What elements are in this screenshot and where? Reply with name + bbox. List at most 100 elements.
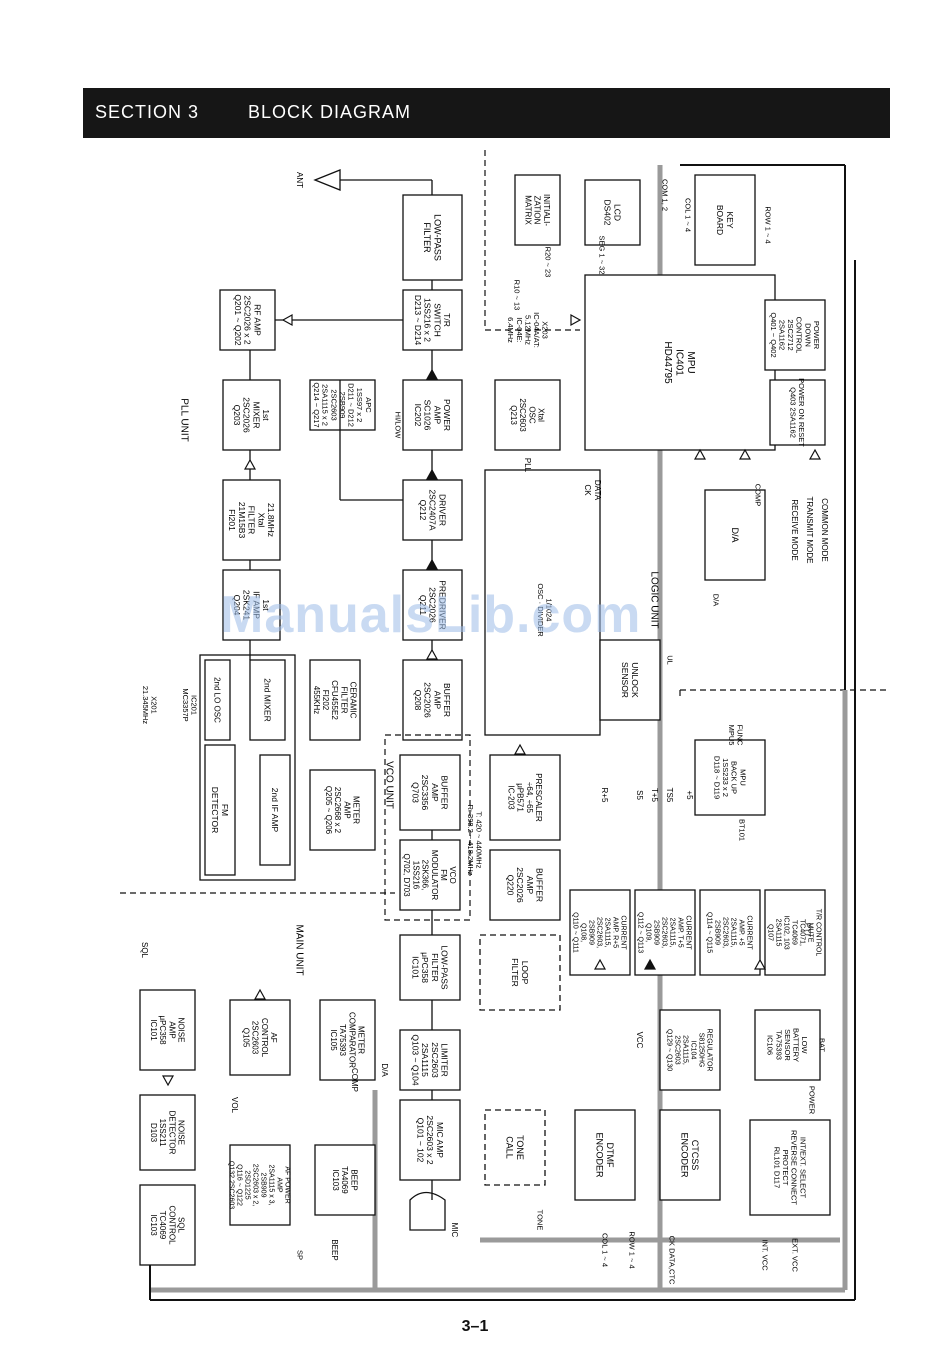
section-number: SECTION 3 [95, 102, 200, 122]
label-line: RF AMP [252, 304, 262, 336]
label-line: Q205 ~ Q206 [324, 786, 333, 835]
label-line: LIMITER [440, 1043, 450, 1077]
legend-transmit: TRANSMIT MODE [805, 497, 814, 564]
label-line: CURRENT [685, 915, 692, 950]
da-label: D/A [730, 527, 740, 542]
label-line: BEEP [349, 1169, 358, 1190]
signal-arrow [425, 648, 439, 660]
label-line: CONTROL [795, 317, 804, 354]
label-line: D103 [149, 1123, 158, 1143]
signal-arrow [753, 958, 767, 970]
label-line: SWITCH [432, 303, 442, 337]
label-line: CERAMIC [349, 682, 358, 719]
label-line: 5.12MHz [523, 315, 532, 345]
legend-receive: RECEIVE MODE [790, 499, 799, 560]
low-batt-box [754, 1009, 821, 1081]
if-amp1-box [222, 569, 281, 641]
signal-arrow [643, 958, 657, 970]
signal-label: BEEP [330, 1239, 339, 1260]
limiter-box [399, 1029, 461, 1091]
label-line: TC4071, [799, 919, 806, 946]
label-line: TA75393 [774, 1030, 783, 1060]
label-line: TA4069 [340, 1166, 349, 1194]
signal-label: +5 [685, 790, 694, 800]
power-switch-label: POWER [807, 1086, 816, 1115]
label-line: BOARD [715, 205, 725, 235]
tone-call-box [484, 1109, 546, 1186]
mpu-box [584, 274, 776, 451]
signal-label: PLL [523, 458, 532, 473]
label-line: 2SC2603 x 2 [425, 1115, 435, 1164]
signal-label: BAT [817, 1038, 826, 1052]
label-line: 2SC2026 [428, 587, 438, 623]
label-line: Xtal [537, 408, 546, 422]
label-line: 2SC2603, [596, 917, 603, 948]
pll-unit-label: PLL UNIT [179, 398, 190, 442]
label-line: CONTROL [260, 1018, 269, 1058]
label-line: INT/EXT. SELECT [798, 1137, 807, 1199]
label-line: ÷64, ÷65 [525, 782, 534, 814]
vco-unit-frame [384, 734, 471, 921]
label-line: Q211 [418, 595, 428, 615]
label-line: IC401 [674, 349, 685, 376]
label-line: LOOP [520, 961, 530, 985]
label-line: 2SC2712 [786, 319, 795, 350]
label-line: COMP [350, 1068, 359, 1092]
label-line: PROTECT [781, 1150, 790, 1186]
label-line: OSC · DIVIDER [536, 583, 545, 637]
label-line: 2SC2603 [673, 1035, 680, 1064]
label-line: 2SC2407A [428, 489, 438, 530]
label-line: R+5 [600, 788, 609, 803]
label-line: NOISE [177, 1018, 186, 1043]
label-line: AMP [276, 1177, 283, 1193]
label-line: 1SS97 x 2 [355, 388, 364, 423]
label-line: AMP [430, 783, 440, 802]
label-line: 1/1024 [545, 599, 554, 622]
label-line: COM 1, 2 [660, 179, 669, 211]
label-line: 1st [261, 409, 271, 421]
label-line: COL 1 ~ 4 [600, 1233, 609, 1267]
label-line: MAIN UNIT [294, 924, 305, 975]
label-line: DTMF [605, 1143, 615, 1168]
tr-control-box [764, 889, 826, 976]
label-line: IC201 [190, 695, 199, 715]
label-line: 21M15B3 [237, 502, 247, 539]
label-line: AMP. +5 [738, 919, 745, 945]
label-line: 2nd MIXER [263, 678, 273, 721]
signal-arrow [425, 558, 439, 570]
mixer2-label: 2nd MIXER [263, 678, 273, 721]
label-line: APC [364, 397, 373, 413]
current-5-box [699, 889, 761, 976]
apc-box [309, 379, 376, 431]
label-line: LOW-PASS [440, 945, 450, 989]
logic-unit-label: LOGIC UNIT [649, 571, 660, 628]
label-line: SENSOR [620, 662, 630, 698]
power-amp-box [402, 379, 463, 451]
label-line: DATA [593, 480, 602, 501]
label-line: PRESCALER [534, 773, 543, 822]
signal-label: ROW 1 ~ 4 [627, 1231, 636, 1268]
label-line: 2SK366, [421, 860, 430, 891]
label-line: ROW 1 ~ 4 [627, 1231, 636, 1268]
label-line: MODULATOR [430, 850, 439, 901]
signal-arrow [808, 448, 822, 460]
label-line: 2SB909 [588, 920, 595, 945]
label-line: LOW [800, 1036, 809, 1054]
label-line: COMMON MODE [820, 498, 829, 562]
label-line: POWER [812, 321, 821, 350]
label-line: POWER [442, 399, 452, 431]
